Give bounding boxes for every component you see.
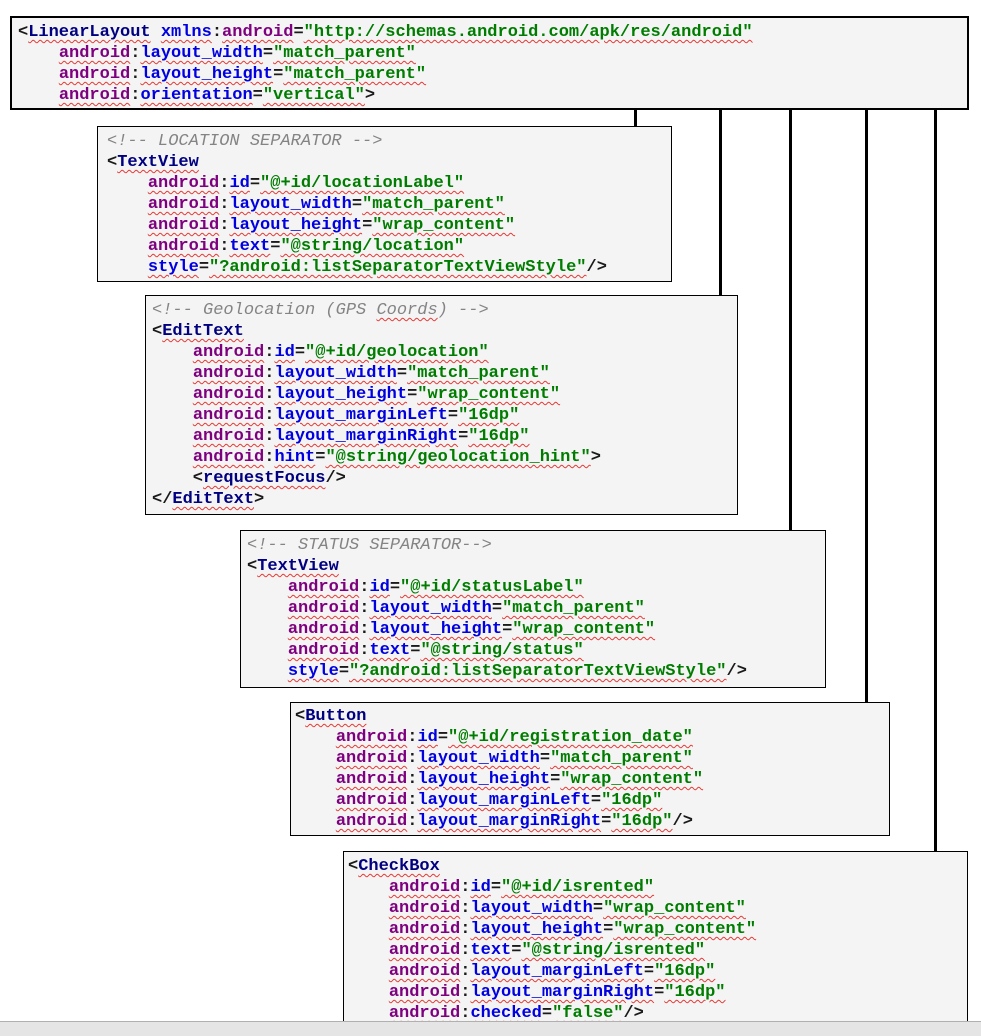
- code-textview-location: <!-- LOCATION SEPARATOR --> <TextView and…: [98, 127, 671, 278]
- code-line: <!-- Geolocation (GPS Coords) -->: [152, 301, 489, 320]
- code-line: android:layout_marginLeft="16dp": [335, 791, 663, 810]
- code-line: android:layout_width="match_parent": [147, 195, 505, 214]
- code-line: <LinearLayout xmlns:android="http://sche…: [18, 23, 753, 42]
- code-line: android:layout_marginRight="16dp": [388, 983, 726, 1002]
- code-box-linearlayout: <LinearLayout xmlns:android="http://sche…: [10, 16, 969, 110]
- code-line: <EditText: [152, 322, 244, 341]
- code-textview-status: <!-- STATUS SEPARATOR--> <TextView androi…: [241, 531, 825, 682]
- code-edittext-geolocation: <!-- Geolocation (GPS Coords) --> <EditTe…: [146, 296, 737, 510]
- code-line: android:layout_height="wrap_content": [388, 920, 757, 939]
- code-box-edittext-geolocation: <!-- Geolocation (GPS Coords) --> <EditTe…: [145, 295, 738, 515]
- code-button-registration-date: <Button android:id="@+id/registration_da…: [291, 703, 889, 832]
- code-line: <Button: [295, 707, 367, 726]
- code-line: <CheckBox: [348, 857, 440, 876]
- code-line: android:layout_height="match_parent": [58, 65, 427, 84]
- code-box-checkbox-isrented: <CheckBox android:id="@+id/isrented" and…: [343, 851, 968, 1029]
- code-line: android:layout_height="wrap_content": [287, 620, 656, 639]
- code-line: <TextView: [247, 557, 339, 576]
- code-line: android:id="@+id/geolocation": [192, 343, 489, 362]
- code-line: style="?android:listSeparatorTextViewSty…: [287, 662, 747, 681]
- code-line: android:text="@string/location": [147, 237, 465, 256]
- code-line: android:layout_marginRight="16dp"/>: [335, 812, 693, 831]
- code-line: <requestFocus/>: [152, 469, 346, 488]
- code-line: android:text="@string/isrented": [388, 941, 706, 960]
- connector-to-textview-location: [634, 108, 637, 126]
- code-box-textview-location: <!-- LOCATION SEPARATOR --> <TextView and…: [97, 126, 672, 282]
- code-line: android:id="@+id/isrented": [388, 878, 655, 897]
- page-edge-strip: [0, 1021, 981, 1036]
- connector-to-button-registration-date: [865, 108, 868, 702]
- code-line: android:layout_width="match_parent": [58, 44, 416, 63]
- code-checkbox-isrented: <CheckBox android:id="@+id/isrented" and…: [344, 852, 967, 1024]
- code-box-textview-status: <!-- STATUS SEPARATOR--> <TextView androi…: [240, 530, 826, 688]
- code-line: android:layout_height="wrap_content": [147, 216, 516, 235]
- code-line: android:hint="@string/geolocation_hint">: [192, 448, 601, 467]
- connector-to-edittext-geolocation: [719, 108, 722, 295]
- code-line: android:layout_width="wrap_content": [388, 899, 746, 918]
- code-line: <!-- LOCATION SEPARATOR -->: [107, 132, 383, 151]
- code-linearlayout: <LinearLayout xmlns:android="http://sche…: [12, 18, 967, 106]
- code-line: android:layout_width="match_parent": [192, 364, 550, 383]
- code-line: android:layout_marginRight="16dp": [192, 427, 530, 446]
- connector-to-checkbox-isrented: [934, 108, 937, 851]
- code-line: android:layout_marginLeft="16dp": [388, 962, 716, 981]
- code-line: android:text="@string/status": [287, 641, 584, 660]
- code-line: android:layout_width="match_parent": [335, 749, 693, 768]
- code-line: android:layout_marginLeft="16dp": [192, 406, 520, 425]
- code-line: android:orientation="vertical">: [58, 86, 376, 105]
- code-line: android:checked="false"/>: [388, 1004, 644, 1023]
- code-line: <!-- STATUS SEPARATOR-->: [247, 536, 492, 555]
- code-line: android:layout_height="wrap_content": [335, 770, 704, 789]
- code-line: android:layout_width="match_parent": [287, 599, 645, 618]
- code-line: android:id="@+id/locationLabel": [147, 174, 465, 193]
- connector-to-textview-status: [789, 108, 792, 530]
- code-line: android:id="@+id/registration_date": [335, 728, 693, 747]
- code-line: android:id="@+id/statusLabel": [287, 578, 584, 597]
- code-box-button-registration-date: <Button android:id="@+id/registration_da…: [290, 702, 890, 836]
- code-line: android:layout_height="wrap_content": [192, 385, 561, 404]
- code-line: </EditText>: [152, 490, 265, 509]
- code-line: style="?android:listSeparatorTextViewSty…: [147, 258, 607, 277]
- code-line: <TextView: [107, 153, 199, 172]
